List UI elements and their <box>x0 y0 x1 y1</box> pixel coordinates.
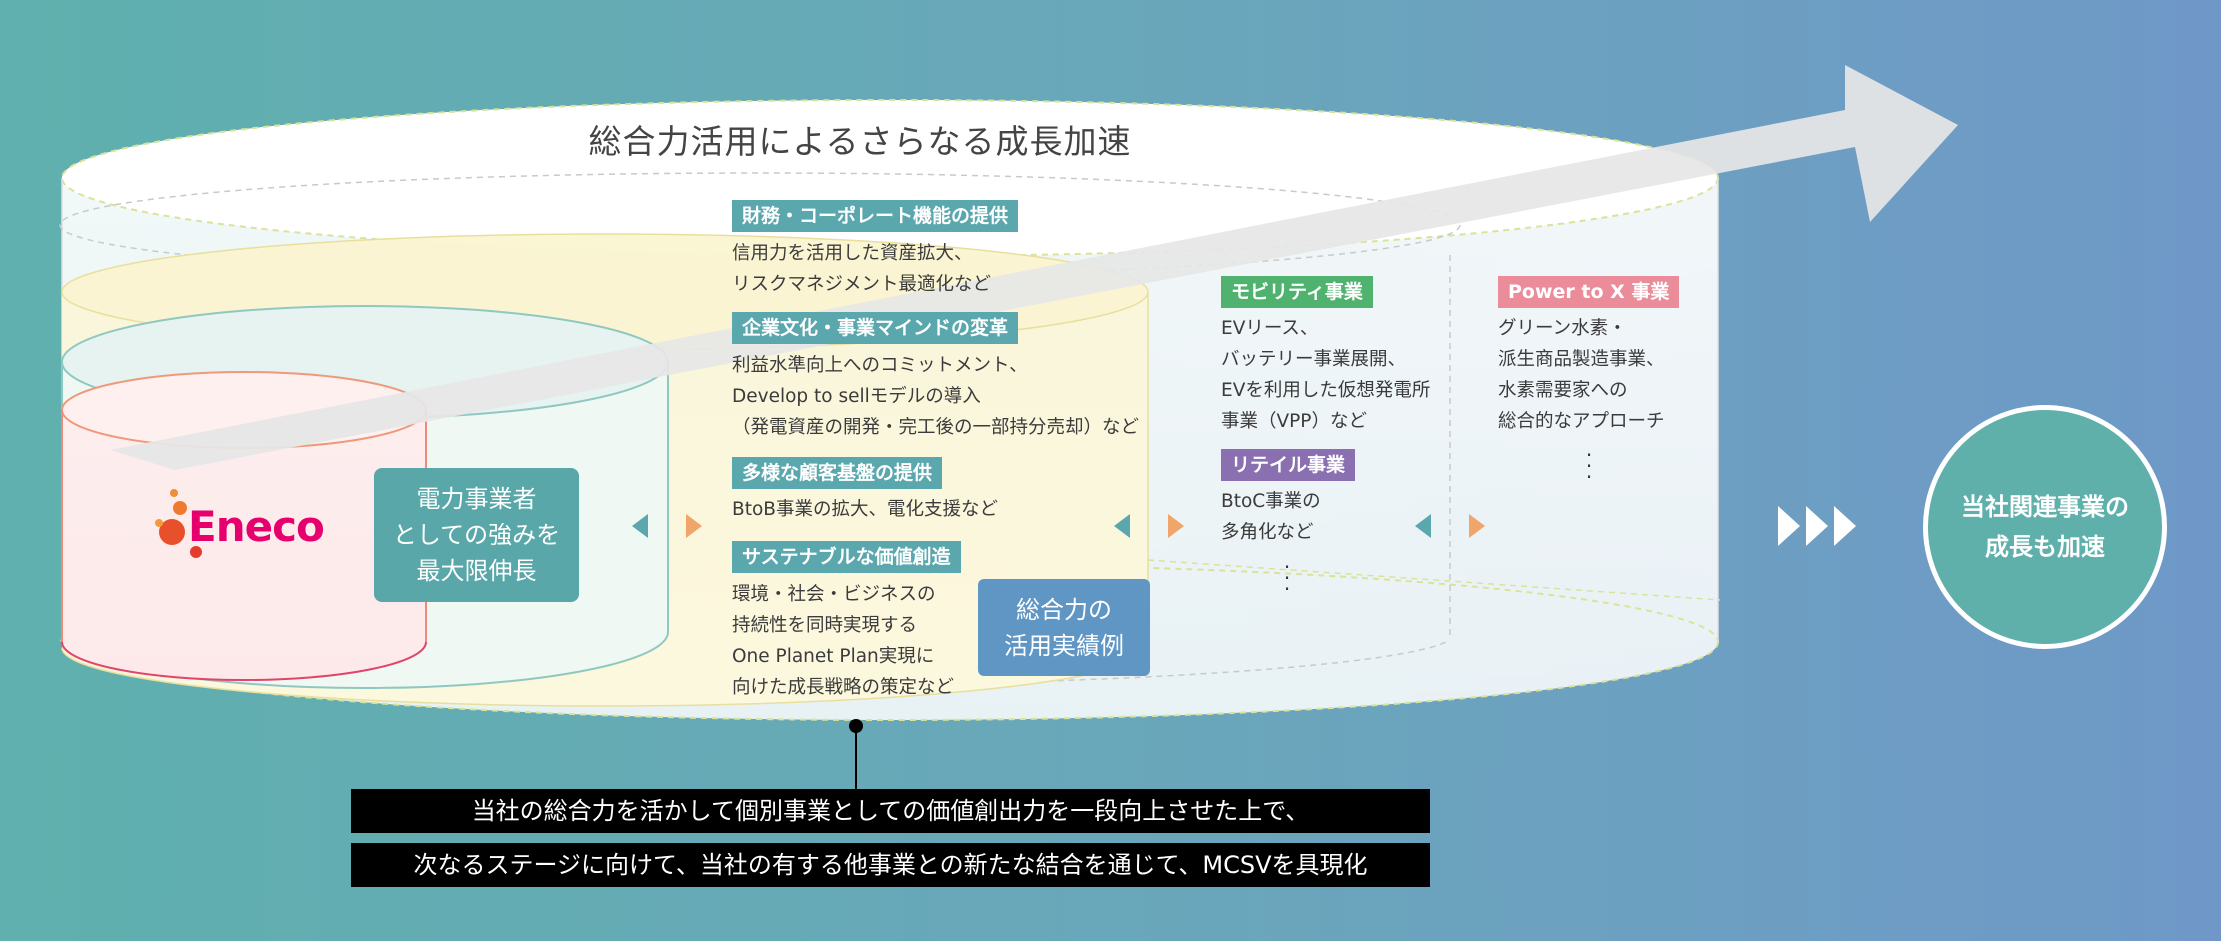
text-retail: BtoC事業の 多角化など <box>1221 491 1321 543</box>
text-customer: BtoB事業の拡大、電化支援など <box>732 499 998 520</box>
eneco-logo: Eneco <box>188 502 325 551</box>
tag-customer: 多様な顧客基盤の提供 <box>732 457 943 489</box>
tag-mobility: モビリティ事業 <box>1221 276 1373 308</box>
ellipsis-power-to-x: ··· <box>1585 443 1593 489</box>
bottom-line-2: 次なるステージに向けて、当社の有する他事業との新たな結合を通じて、MCSVを具現… <box>351 843 1430 887</box>
tag-power-to-x: Power to X 事業 <box>1498 276 1680 308</box>
double-arrow-1 <box>632 514 702 538</box>
results-box: 総合力の 活用実績例 <box>978 579 1150 676</box>
double-arrow-2 <box>1114 514 1184 538</box>
text-mobility: EVリース、 バッテリー事業展開、 EVを利用した仮想発電所 事業（VPP）など <box>1221 318 1431 432</box>
triple-chevron-icon <box>1778 506 1856 546</box>
text-finance: 信用力を活用した資産拡大、 リスクマネジメント最適化など <box>732 243 992 295</box>
ellipsis-retail: ··· <box>1283 555 1291 601</box>
strength-box: 電力事業者 としての強みを 最大限伸長 <box>374 468 579 602</box>
tag-sustainable: サステナブルな価値創造 <box>732 541 961 573</box>
tag-retail: リテイル事業 <box>1221 449 1356 481</box>
text-culture: 利益水準向上へのコミットメント、 Develop to sellモデルの導入 （… <box>732 355 1140 438</box>
result-circle: 当社関連事業の 成長も加速 <box>1923 405 2167 649</box>
tag-culture: 企業文化・事業マインドの変革 <box>732 312 1019 344</box>
tag-finance: 財務・コーポレート機能の提供 <box>732 200 1019 232</box>
text-power-to-x: グリーン水素・ 派生商品製造事業、 水素需要家への 総合的なアプローチ <box>1498 318 1665 432</box>
diagram-title: 総合力活用によるさらなる成長加速 <box>588 122 1132 161</box>
double-arrow-3 <box>1415 514 1485 538</box>
growth-arrow <box>110 65 1958 470</box>
text-sustainable: 環境・社会・ビジネスの 持続性を同時実現する One Planet Plan実現… <box>732 584 955 698</box>
bottom-line-1: 当社の総合力を活かして個別事業としての価値創出力を一段向上させた上で、 <box>351 789 1430 833</box>
